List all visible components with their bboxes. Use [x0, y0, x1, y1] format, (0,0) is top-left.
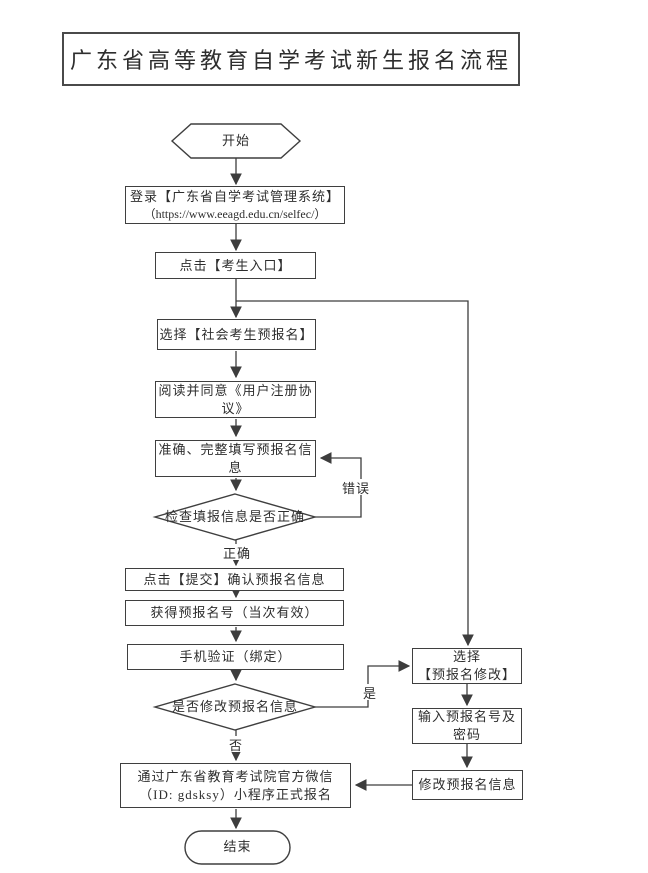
node-modify-info: 修改预报名信息 [412, 770, 523, 800]
node-modify-question: 是否修改预报名信息 [171, 698, 298, 714]
node-input-number: 输入预报名号及 密码 [412, 708, 522, 744]
node-select-modify-line2: 【预报名修改】 [417, 667, 516, 682]
start-hexagon [170, 123, 302, 159]
end-terminator [184, 830, 291, 865]
decision-check-info [152, 493, 318, 541]
node-input-number-line2: 密码 [452, 727, 481, 742]
node-login-system: 登录【广东省自学考试管理系统】 （https://www.eeagd.edu.c… [125, 186, 345, 224]
decision-modify [152, 683, 318, 731]
edge-label-error: 错误 [333, 479, 379, 496]
node-agreement: 阅读并同意《用户注册协议》 [155, 381, 316, 418]
edge-label-no: 否 [222, 736, 250, 753]
edge-label-yes: 是 [356, 684, 384, 701]
node-phone-verify: 手机验证（绑定） [127, 644, 344, 670]
node-official-register: 通过广东省教育考试院官方微信 （ID: gdsksy）小程序正式报名 [120, 763, 351, 808]
node-check-info: 检查填报信息是否正确 [164, 508, 305, 524]
connector-branch-to-modify-column [236, 300, 474, 647]
node-submit: 点击【提交】确认预报名信息 [125, 568, 344, 591]
node-start: 开始 [221, 132, 250, 148]
node-official-line1: 通过广东省教育考试院官方微信 [137, 768, 334, 784]
node-official-line2: （ID: gdsksy）小程序正式报名 [139, 786, 332, 802]
edge-label-correct: 正确 [213, 544, 261, 561]
node-select-modify-line1: 选择 [452, 649, 481, 665]
node-get-number: 获得预报名号（当次有效） [125, 600, 344, 626]
node-login-line1: 登录【广东省自学考试管理系统】 [129, 189, 340, 205]
node-fill-info: 准确、完整填写预报名信息 [155, 440, 316, 477]
node-login-line2: （https://www.eeagd.edu.cn/selfec/） [143, 206, 327, 221]
node-candidate-entrance: 点击【考生入口】 [155, 252, 316, 279]
node-end: 结束 [223, 839, 252, 855]
node-select-modify: 选择 【预报名修改】 [412, 648, 522, 684]
node-select-prereg: 选择【社会考生预报名】 [157, 319, 316, 350]
page-title: 广东省高等教育自学考试新生报名流程 [62, 32, 520, 86]
node-input-number-line1: 输入预报名号及 [417, 709, 516, 725]
